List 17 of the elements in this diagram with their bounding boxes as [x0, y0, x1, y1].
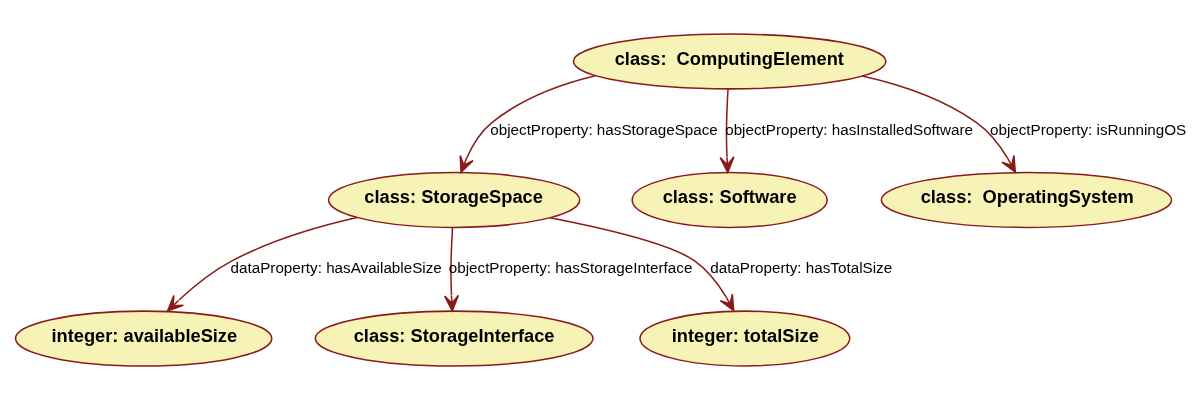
node-ellipse: class: StorageSpace — [327, 171, 581, 229]
edge-label: dataProperty: hasTotalSize — [710, 259, 893, 277]
node-ellipse: class: Software — [631, 171, 828, 229]
arrow — [861, 75, 1017, 173]
edge-label: dataProperty: hasAvailableSize — [230, 259, 442, 277]
arrow — [166, 216, 358, 312]
node-ellipse: class: OperatingSystem — [880, 171, 1173, 229]
edge-label: objectProperty: isRunningOS — [989, 120, 1187, 138]
node-ellipse: class: ComputingElement — [572, 33, 887, 90]
arrow — [719, 88, 735, 174]
arrow — [459, 75, 597, 174]
arrow — [549, 217, 735, 312]
arrow — [443, 226, 460, 312]
node-ellipse: integer: totalSize — [639, 310, 851, 367]
edge-label: objectProperty: hasStorageSpace — [490, 120, 718, 138]
node-ellipse: integer: availableSize — [14, 310, 273, 367]
node-ellipse: class: StorageInterface — [314, 310, 594, 367]
